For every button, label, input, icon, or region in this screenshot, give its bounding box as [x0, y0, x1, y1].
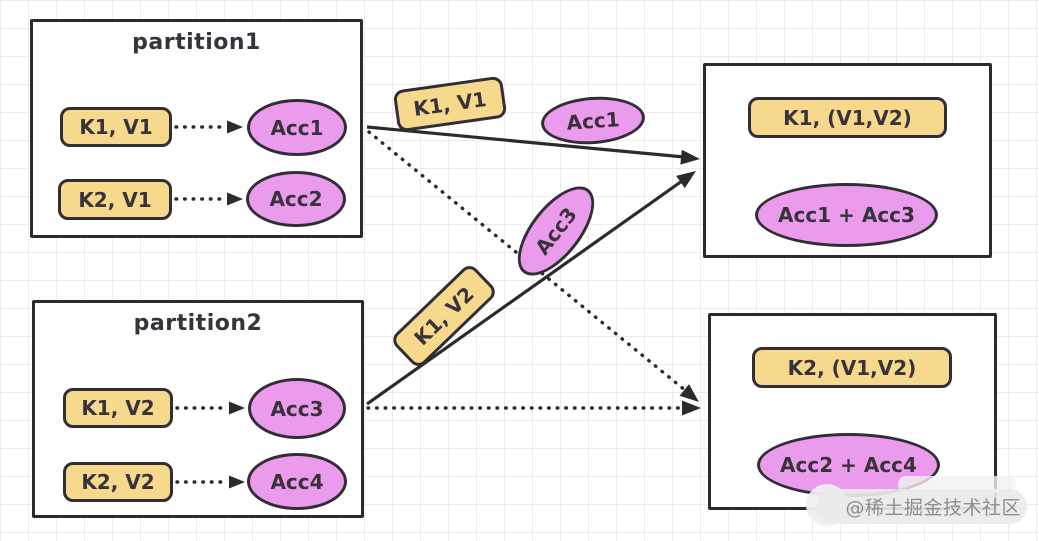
arrowhead-icon	[229, 401, 245, 415]
arrow-p1-to-result-k2	[367, 130, 688, 393]
result-k1-kv-node: K1, (V1,V2)	[748, 97, 947, 138]
result-k2-kv-node: K2, (V1,V2)	[752, 347, 952, 388]
arrow-p1-to-result-k1	[366, 125, 685, 159]
arrowhead-icon	[682, 400, 701, 416]
p2-kv-node: K1, V2	[63, 388, 173, 428]
arrowhead-icon	[229, 475, 245, 489]
p1-acc-node: Acc2	[246, 171, 346, 227]
p1-kv-node: K1, V1	[60, 107, 172, 147]
result-k2-acc-node: Acc2 + Acc4	[757, 433, 940, 497]
arrowhead-icon	[679, 384, 699, 402]
p1-kv-node: K2, V1	[58, 179, 172, 220]
p2-acc-node: Acc3	[248, 378, 346, 439]
p1-acc-node: Acc1	[247, 99, 347, 156]
p2-acc-node: Acc4	[247, 453, 347, 510]
arrowhead-icon	[227, 120, 243, 134]
arrowhead-icon	[676, 171, 696, 189]
arrowhead-icon	[227, 192, 243, 206]
partition2-title: partition2	[133, 311, 263, 336]
partition1-title: partition1	[132, 30, 261, 55]
watermark: @稀土掘金技术社区	[816, 489, 1027, 524]
result-k1-acc-node: Acc1 + Acc3	[755, 183, 938, 247]
arrowhead-icon	[680, 149, 700, 165]
p2-kv-node: K2, V2	[63, 462, 173, 502]
arrow-p2-to-result-k1	[366, 179, 683, 406]
watermark-smudge	[898, 476, 1016, 493]
